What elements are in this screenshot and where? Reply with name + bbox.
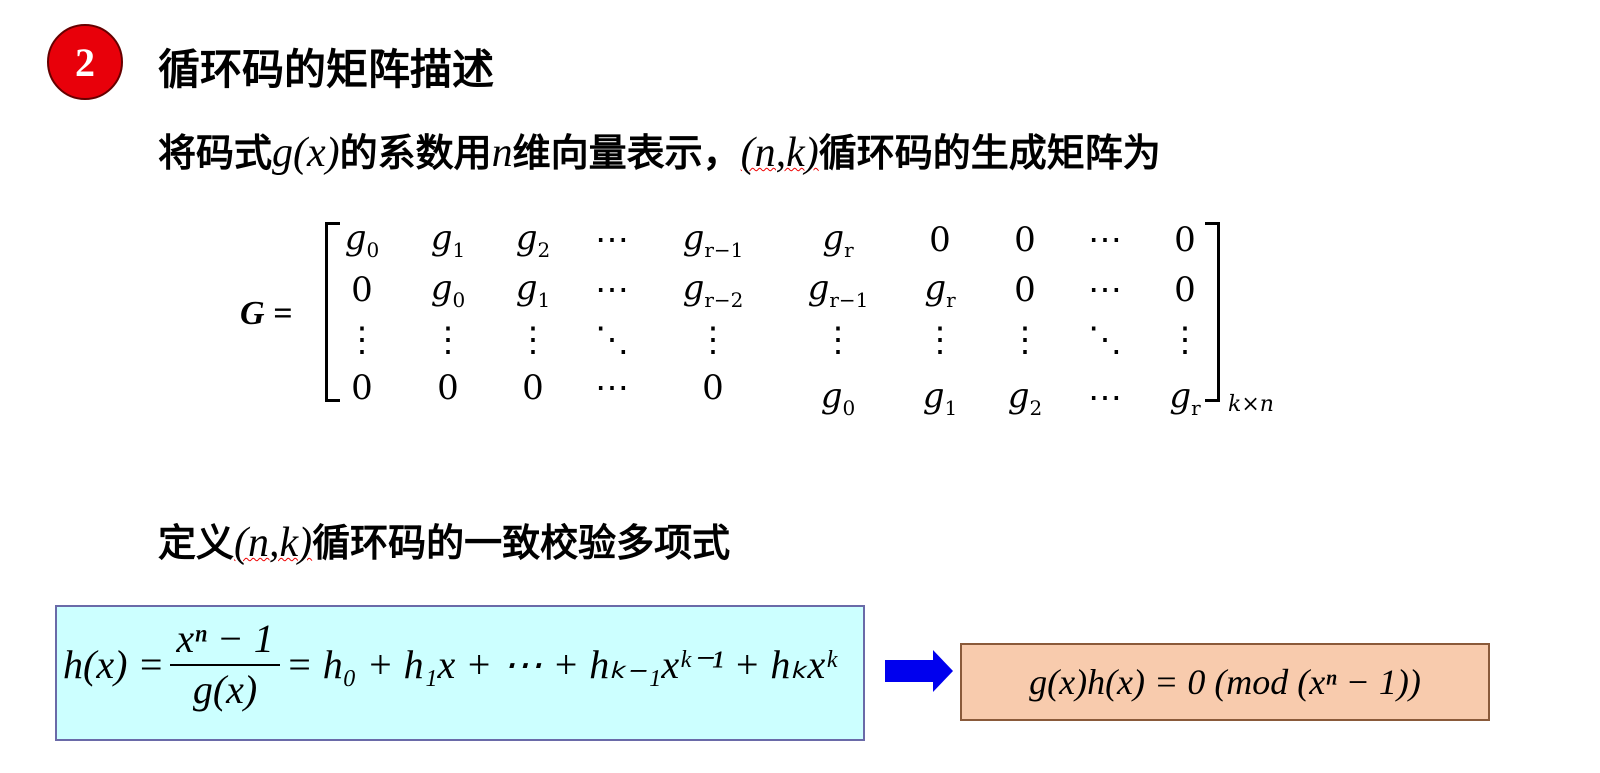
formula-lhs: h(x) = [63,641,165,687]
matrix-cell: 0 [351,368,373,408]
matrix-cell: ⋯ [1088,270,1122,310]
formula: g(x)h(x) = 0 (mod (xⁿ − 1)) [1029,662,1421,702]
subscript: r [1191,395,1201,420]
parity-poly-intro: 定义(n,k)循环码的一致校验多项式 [158,512,730,567]
matrix-cell: ⋯ [595,220,629,260]
nk: (n,k) [234,520,313,566]
matrix-cell: ⋮ [696,320,730,360]
generator-matrix-intro: 将码式g(x)的系数用n维向量表示，(n,k)循环码的生成矩阵为 [158,122,1161,177]
subscript: 2 [1029,395,1043,420]
matrix-cell: gr [1169,376,1201,420]
matrix-label: G = [240,295,293,332]
matrix-cell: g1 [922,376,958,420]
matrix-cell: g1 [515,268,551,312]
nk: (n,k) [740,130,819,176]
subscript: 1 [537,287,551,312]
matrix-cell: gr−2 [682,268,744,312]
matrix-cell: 0 [1174,220,1196,260]
subscript: r [946,287,956,312]
matrix-cell: 0 [1174,270,1196,310]
matrix-cell: g0 [344,218,380,262]
matrix-cell: 0 [1014,270,1036,310]
orthogonality-relation-box: g(x)h(x) = 0 (mod (xⁿ − 1)) [960,643,1490,721]
matrix-cell: ⋯ [595,270,629,310]
text: 定义 [158,521,235,565]
subscript: r−1 [829,287,869,312]
matrix-cell: g0 [430,268,466,312]
matrix-cell: ⋮ [431,320,465,360]
matrix-cell: 0 [702,368,724,408]
formula-rhs: = h₀ + h₁x + ⋯ + hₖ₋₁xᵏ⁻¹ + hₖxᵏ [285,641,837,687]
matrix-size: k×n [1228,392,1274,417]
n: n [491,130,513,176]
matrix-bracket [325,222,1220,402]
matrix-cell: ⋱ [1088,320,1122,360]
gx: g(x) [272,130,340,176]
matrix-cell: ⋯ [1088,220,1122,260]
subscript: r [844,237,854,262]
numerator: xⁿ − 1 [170,615,280,666]
subscript: 1 [944,395,958,420]
matrix-cell: gr−1 [682,218,744,262]
matrix-cell: ⋱ [595,320,629,360]
subscript: r−2 [704,287,744,312]
matrix-cell: gr−1 [807,268,869,312]
denominator: g(x) [192,667,258,712]
matrix-cell: ⋮ [1168,320,1202,360]
matrix-cell: ⋮ [345,320,379,360]
subscript: 2 [537,237,551,262]
matrix-cell: ⋮ [923,320,957,360]
matrix-cell: g2 [1007,376,1043,420]
matrix-cell: gr [822,218,854,262]
matrix-cell: 0 [351,270,373,310]
matrix-cell: ⋮ [821,320,855,360]
matrix-cell: ⋯ [1088,378,1122,418]
matrix-cell: 0 [1014,220,1036,260]
matrix-cell: 0 [437,368,459,408]
section-number-badge: 2 [47,24,123,100]
subscript: 1 [452,237,466,262]
matrix-cell: g1 [430,218,466,262]
matrix-cell: ⋮ [1008,320,1042,360]
subscript: 0 [452,287,466,312]
text: 的系数用 [339,131,492,175]
subscript: 0 [842,395,856,420]
matrix-cell: ⋮ [516,320,550,360]
right-arrow-icon [885,650,953,692]
matrix-cell: g0 [820,376,856,420]
subscript: 0 [366,237,380,262]
text: 维向量表示， [512,131,741,175]
text: 将码式 [158,131,273,175]
matrix-cell: 0 [929,220,951,260]
subscript: r−1 [704,237,744,262]
slide-title: 循环码的矩阵描述 [158,45,495,94]
matrix-cell: ⋯ [595,368,629,408]
matrix-cell: 0 [522,368,544,408]
matrix-cell: gr [924,268,956,312]
text: 循环码的生成矩阵为 [818,131,1161,175]
matrix-cell: g2 [515,218,551,262]
text: 循环码的一致校验多项式 [312,521,731,565]
